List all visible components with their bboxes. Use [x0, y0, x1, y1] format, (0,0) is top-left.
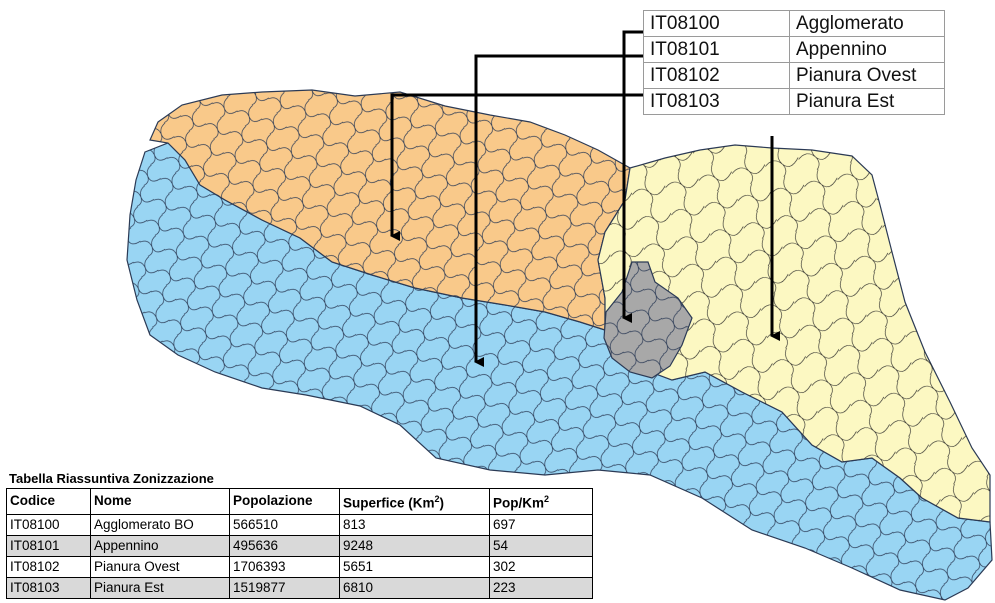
cell-superfice: 5651 — [339, 555, 490, 578]
cell-pop-km: 302 — [489, 555, 593, 578]
legend-arrows — [390, 30, 780, 367]
cell-pop-km: 697 — [489, 513, 593, 536]
arrow-appennino — [474, 54, 648, 367]
legend-code: IT08103 — [643, 88, 790, 115]
table-header-row: Codice Nome Popolazione Superfice (Km2) … — [6, 488, 593, 515]
zone-pianura-ovest — [149, 89, 631, 331]
legend-row: IT08101 Appennino — [643, 36, 945, 63]
zone-legend: IT08100 Agglomerato IT08101 Appennino IT… — [643, 10, 945, 115]
table-row: IT08102 Pianura Ovest 1706393 5651 302 — [6, 555, 593, 578]
table-row: IT08101 Appennino 495636 9248 54 — [6, 534, 593, 557]
cell-pop-km: 54 — [489, 534, 593, 557]
cell-popolazione: 495636 — [229, 534, 340, 557]
header-codice: Codice — [6, 488, 91, 515]
cell-pop-km: 223 — [489, 576, 593, 599]
cell-nome: Pianura Est — [90, 576, 230, 599]
legend-name: Agglomerato — [789, 10, 945, 37]
header-pop-km-sup: 2 — [544, 494, 550, 504]
summary-table: Codice Nome Popolazione Superfice (Km2) … — [6, 488, 593, 599]
legend-row: IT08103 Pianura Est — [643, 88, 945, 115]
cell-popolazione: 1706393 — [229, 555, 340, 578]
header-pop-km: Pop/Km2 — [489, 488, 593, 515]
legend-name: Pianura Est — [789, 88, 945, 115]
cell-nome: Pianura Ovest — [90, 555, 230, 578]
header-superfice-close: ) — [439, 495, 445, 511]
cell-superfice: 6810 — [339, 576, 490, 599]
cell-superfice: 813 — [339, 513, 490, 536]
cell-superfice: 9248 — [339, 534, 490, 557]
legend-row: IT08100 Agglomerato — [643, 10, 945, 37]
header-popolazione: Popolazione — [229, 488, 340, 515]
arrow-agglomerato — [622, 30, 648, 323]
arrow-pianura-ovest — [390, 93, 648, 241]
header-superfice-text: Superfice (Km — [343, 495, 435, 511]
legend-code: IT08101 — [643, 36, 790, 63]
header-superfice: Superfice (Km2) — [339, 488, 490, 515]
cell-popolazione: 566510 — [229, 513, 340, 536]
cell-codice: IT08100 — [6, 513, 91, 536]
summary-table-title: Tabella Riassuntiva Zonizzazione — [9, 471, 214, 486]
header-pop-km-text: Pop/Km — [493, 495, 545, 511]
legend-row: IT08102 Pianura Ovest — [643, 62, 945, 89]
legend-code: IT08102 — [643, 62, 790, 89]
cell-codice: IT08103 — [6, 576, 91, 599]
legend-name: Appennino — [789, 36, 945, 63]
header-nome: Nome — [90, 488, 230, 515]
table-row: IT08100 Agglomerato BO 566510 813 697 — [6, 513, 593, 536]
legend-code: IT08100 — [643, 10, 790, 37]
cell-popolazione: 1519877 — [229, 576, 340, 599]
cell-codice: IT08101 — [6, 534, 91, 557]
header-superfice-sup: 2 — [434, 494, 440, 504]
table-row: IT08103 Pianura Est 1519877 6810 223 — [6, 576, 593, 599]
cell-nome: Agglomerato BO — [90, 513, 230, 536]
cell-codice: IT08102 — [6, 555, 91, 578]
zone-agglomerato — [603, 261, 693, 379]
cell-nome: Appennino — [90, 534, 230, 557]
legend-name: Pianura Ovest — [789, 62, 945, 89]
